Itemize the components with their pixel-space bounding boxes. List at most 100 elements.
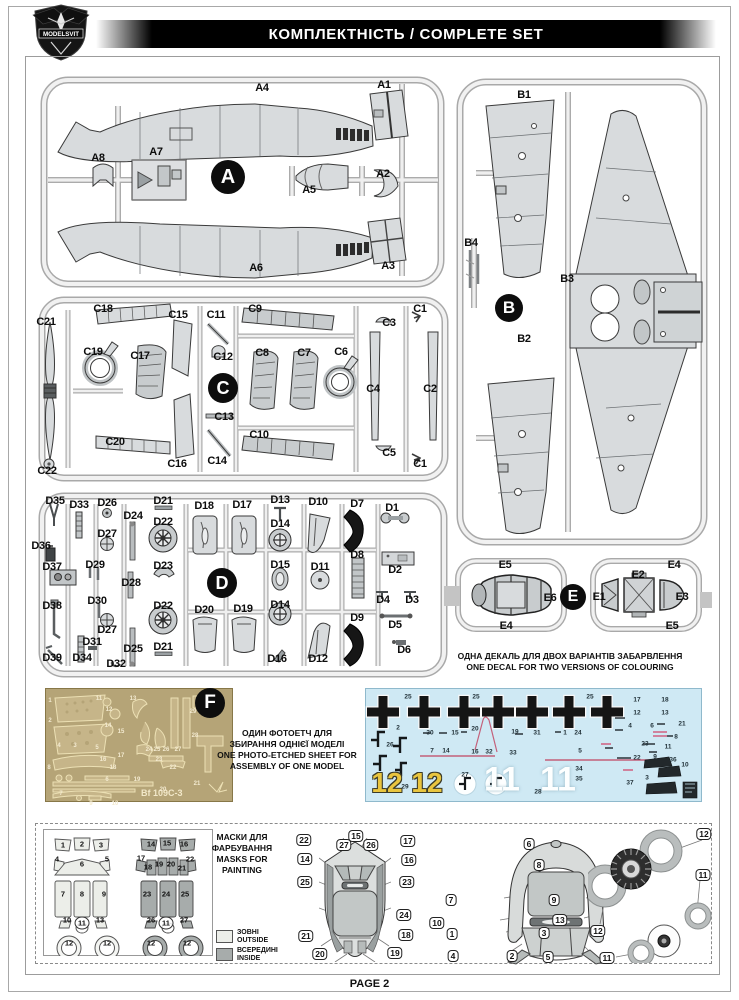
pe-number: 8 <box>47 765 51 771</box>
part-label: D17 <box>232 499 252 511</box>
part-label: A5 <box>302 184 316 196</box>
inside-swatch <box>216 948 233 961</box>
sprue-b-graphic <box>456 78 708 546</box>
part-label: C8 <box>255 347 269 359</box>
decal-number: 2 <box>396 724 400 732</box>
part-label: C19 <box>83 346 103 358</box>
decal-number: 9 <box>653 753 657 761</box>
part-label: B2 <box>517 333 531 345</box>
part-label: D36 <box>31 540 51 552</box>
pe-number: 2 <box>48 718 52 724</box>
decal-number: 25 <box>404 693 412 701</box>
pe-number: 13 <box>129 696 137 702</box>
part-label: E1 <box>592 591 606 603</box>
decal-number: 27 <box>461 771 469 779</box>
part-label: C16 <box>167 458 187 470</box>
decal-number: 33 <box>509 749 517 757</box>
sprue-b-letter: B <box>495 294 523 322</box>
sprue-e-right-graphic <box>590 558 702 632</box>
mask-number-outside: 6 <box>79 859 85 869</box>
mask-number-inside: 11 <box>158 916 174 930</box>
decal-number: 36 <box>669 756 677 764</box>
legend-outside: ЗОВНІ OUTSIDE <box>216 929 268 945</box>
wheel-mask-callout: 11 <box>695 869 711 881</box>
part-label: C9 <box>248 303 262 315</box>
part-label: D35 <box>45 495 65 507</box>
canopy-front-callout: 6 <box>523 838 535 850</box>
canopy-top-callout: 18 <box>398 929 414 941</box>
part-label: D21 <box>153 495 173 507</box>
pe-number: 7 <box>59 791 63 797</box>
page-frame <box>8 6 731 992</box>
part-label: C15 <box>168 309 188 321</box>
part-label: E2 <box>631 569 645 581</box>
outside-swatch <box>216 930 233 943</box>
part-label: B4 <box>464 237 478 249</box>
decal-number: 34 <box>575 765 583 773</box>
legend-inside: ВСЕРЕДИНІ INSIDE <box>216 947 278 963</box>
part-label: A4 <box>255 82 269 94</box>
balkenkreuz-decal <box>406 694 442 730</box>
pe-number: 16 <box>99 757 107 763</box>
pe-note-line: ASSEMBLY OF ONE MODEL <box>229 761 345 771</box>
inside-label: ВСЕРЕДИНІ INSIDE <box>237 947 278 963</box>
decal-number: 20 <box>471 725 479 733</box>
decal-number: 25 <box>586 693 594 701</box>
part-label: C11 <box>206 309 226 321</box>
part-label: D15 <box>270 559 290 571</box>
decal-number: 22 <box>633 754 641 762</box>
canopy-top-callout: 24 <box>396 909 412 921</box>
part-label: C20 <box>105 436 125 448</box>
pe-note-line: ONE PHOTO-ETCHED SHEET FOR <box>217 750 357 760</box>
balkenkreuz-decal <box>446 694 482 730</box>
mask-number-inside: 14 <box>146 839 156 849</box>
pe-number: 6 <box>105 777 109 783</box>
balkenkreuz-decal <box>514 694 550 730</box>
masks-sets-graphic <box>43 829 213 956</box>
canopy-front-callout: 4 <box>447 950 459 962</box>
decal-number: 37 <box>626 779 634 787</box>
sprue-d-graphic <box>38 492 448 678</box>
decal-number: 10 <box>681 761 689 769</box>
decal-number: 14 <box>442 747 450 755</box>
part-label: D21 <box>153 641 173 653</box>
decal-number: 35 <box>575 775 583 783</box>
mask-number-outside: 7 <box>60 889 66 899</box>
part-label: D29 <box>85 559 105 571</box>
mask-number-outside: 12 <box>64 938 74 948</box>
canopy-top-callout: 20 <box>312 948 328 960</box>
decal-number: 29 <box>401 783 409 791</box>
mask-number-inside: 17 <box>136 853 146 863</box>
part-label: D22 <box>153 600 173 612</box>
pe-number: 21 <box>193 781 201 787</box>
part-label: D4 <box>376 594 390 606</box>
part-label: D10 <box>308 496 328 508</box>
mask-number-inside: 21 <box>177 863 187 873</box>
mask-number-inside: 18 <box>143 862 153 872</box>
decal-number: 4 <box>628 722 632 730</box>
part-label: C10 <box>249 429 269 441</box>
decal-number: 24 <box>574 729 582 737</box>
part-label: D13 <box>270 494 290 506</box>
part-label: D14 <box>270 518 290 530</box>
part-label: D33 <box>69 499 89 511</box>
part-label: B1 <box>517 89 531 101</box>
sprue-e-letter: E <box>560 584 586 610</box>
sprue-e-left-graphic <box>455 558 567 632</box>
canopy-front-callout: 5 <box>542 951 554 963</box>
part-label: C1 <box>413 303 427 315</box>
part-label: D14 <box>270 599 290 611</box>
part-label: C4 <box>366 383 380 395</box>
pe-number: 19 <box>133 777 141 783</box>
wheel-mask-callout: 11 <box>599 952 615 964</box>
part-label: A2 <box>376 168 390 180</box>
pe-number: 28 <box>191 733 199 739</box>
canopy-front-view <box>499 840 604 965</box>
part-label: E5 <box>498 559 512 571</box>
part-label: D25 <box>123 643 143 655</box>
canopy-front-callout: 7 <box>445 894 457 906</box>
canopy-top-callout: 16 <box>401 854 417 866</box>
decal-number: 21 <box>678 720 686 728</box>
part-label: D16 <box>267 653 287 665</box>
